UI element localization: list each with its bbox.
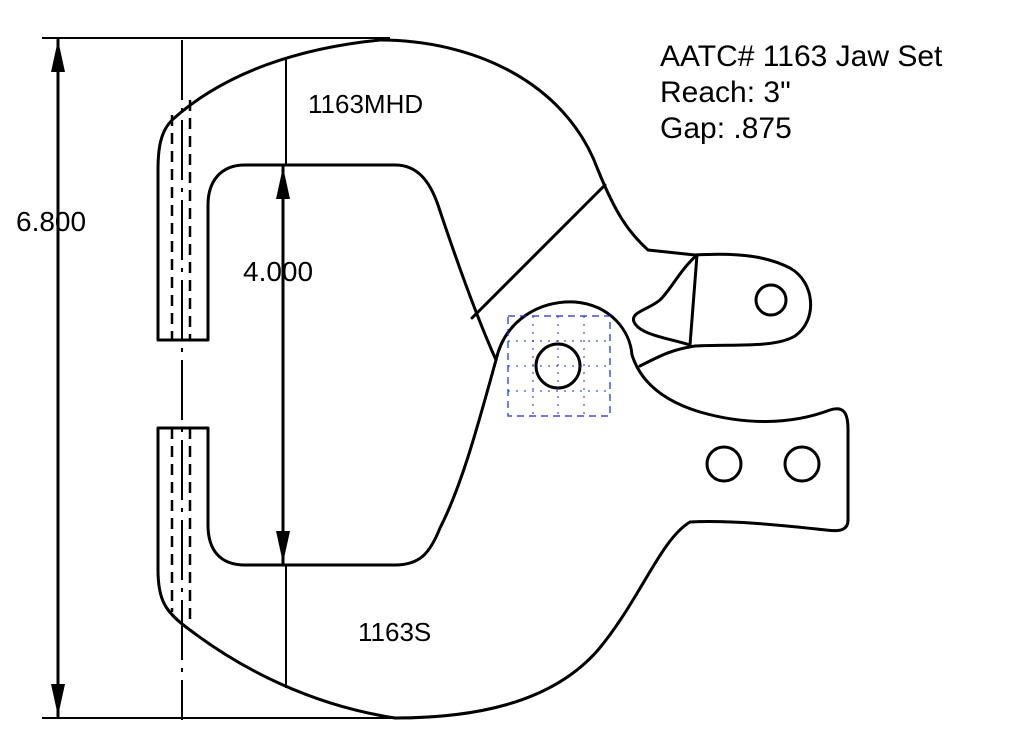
link-bar-edge [688,253,699,347]
throat-depth-label: 4.000 [243,256,313,287]
mount-hole-right [783,445,821,483]
link-hook [631,253,699,347]
upper-jaw-label: 1163MHD [308,89,423,119]
overall-height-label: 6.800 [16,206,86,237]
construction-grid [507,315,611,417]
link-hole [754,283,788,317]
lower-jaw-pivot-outline [393,300,850,720]
title-line-1: AATC# 1163 Jaw Set [660,40,943,73]
title-line-2: Reach: 3" [660,76,791,109]
hidden-lines [170,100,192,625]
title-line-3: Gap: .875 [660,112,792,145]
overall-height-dimension [42,37,400,719]
upper-jaw-split-line [470,183,607,320]
throat-depth-dimension [276,58,290,688]
upper-jaw-right-outline [378,38,812,368]
jaw-outer-outline [156,38,498,720]
lower-jaw-label: 1163S [358,617,431,647]
mount-hole-left [705,445,743,483]
